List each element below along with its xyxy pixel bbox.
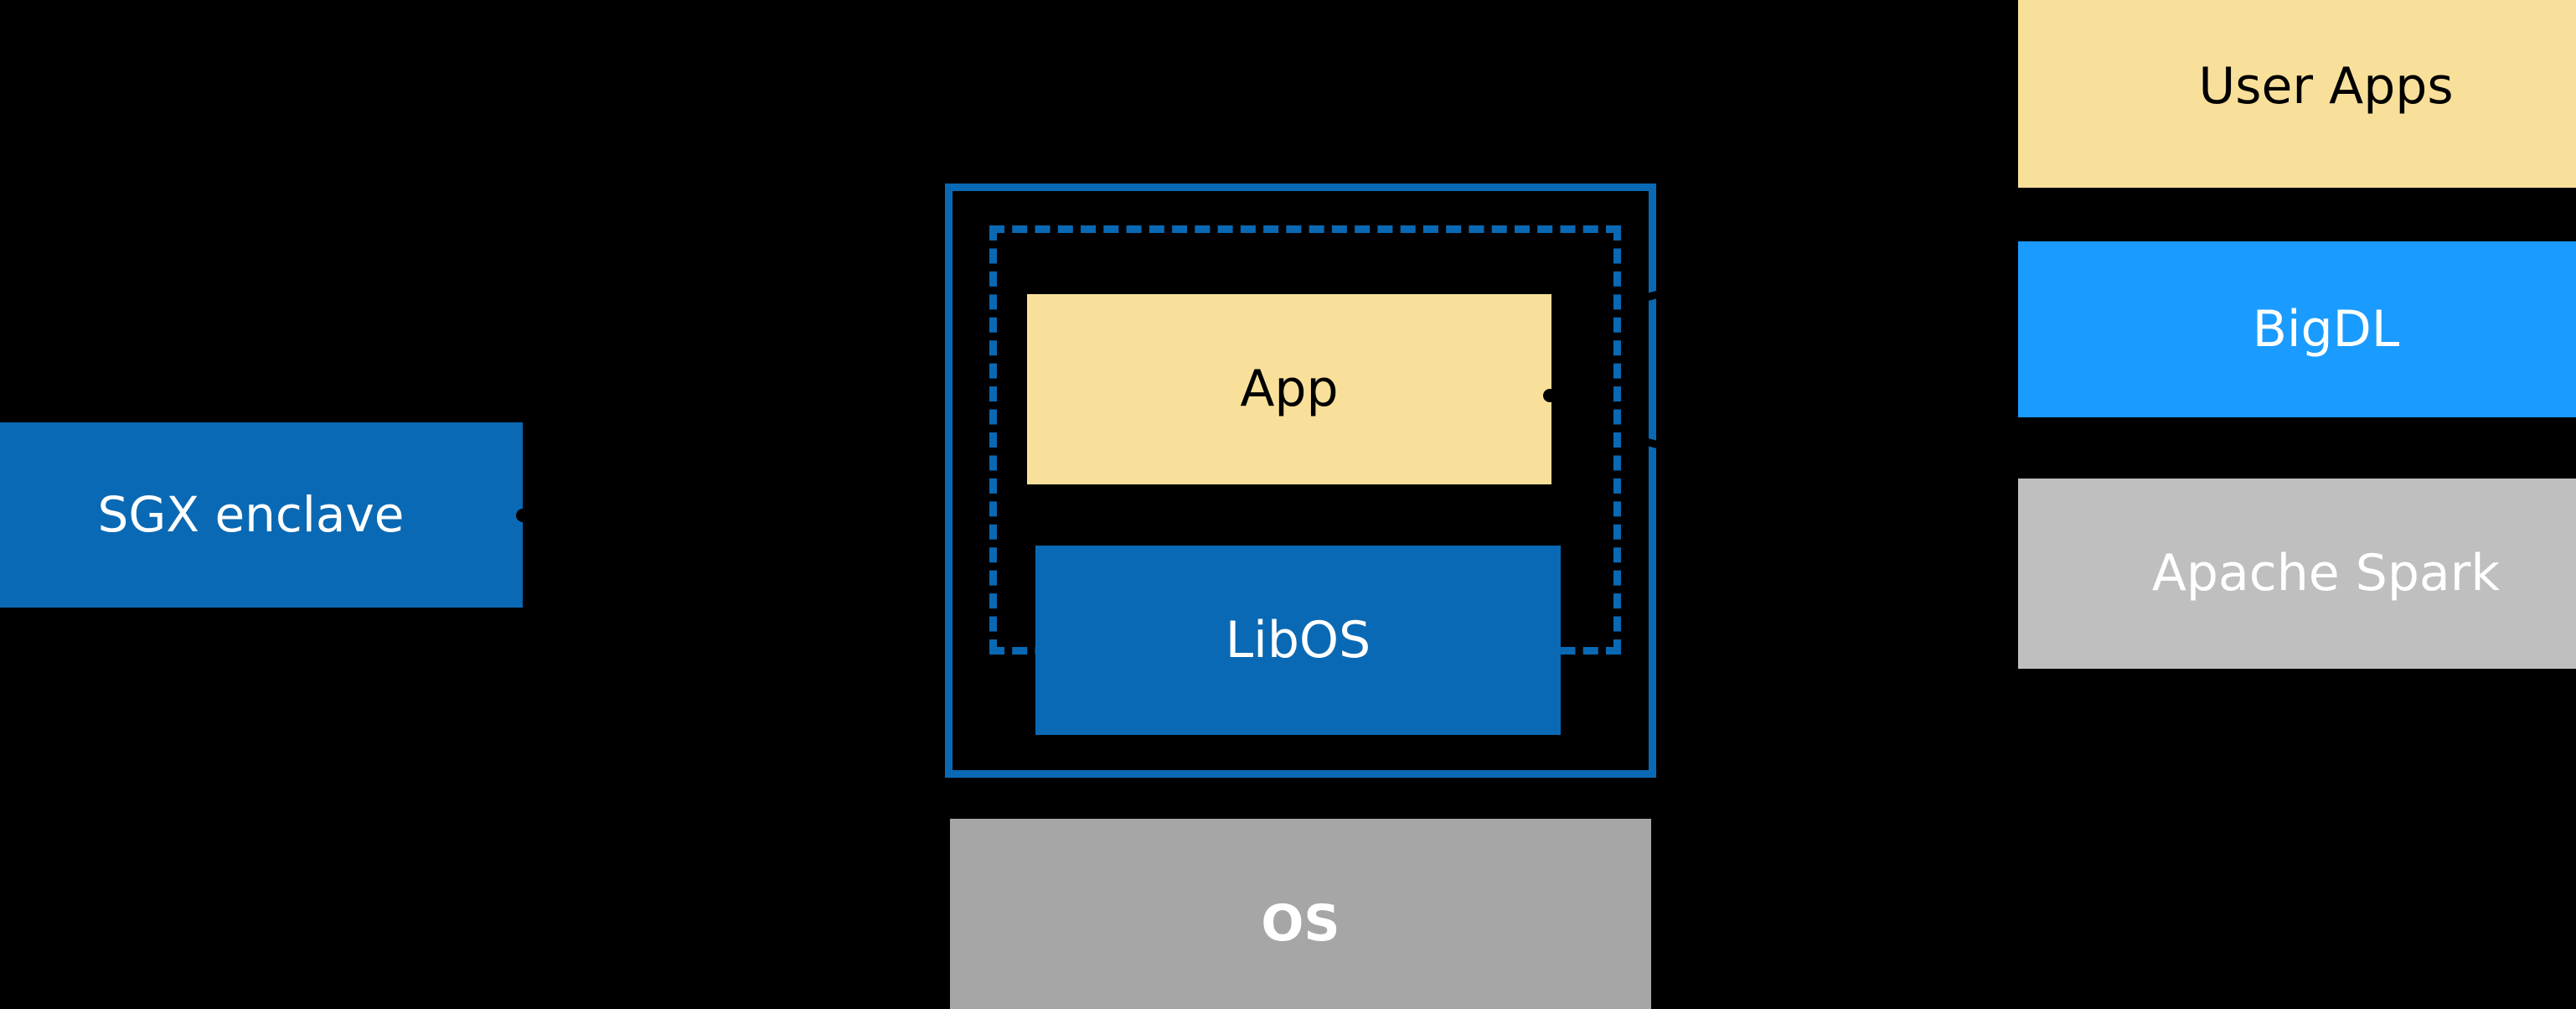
app-box[interactable]: App (1027, 294, 1551, 484)
apache-spark-box[interactable]: Apache Spark (2018, 479, 2576, 669)
user-apps-box[interactable]: User Apps (2018, 0, 2576, 188)
libos-box[interactable]: LibOS (1035, 546, 1561, 735)
app-connector-dot (1543, 389, 1556, 402)
enclave-outer-border (945, 184, 1656, 778)
sgx-connector-dot (516, 509, 529, 522)
bigdl-box[interactable]: BigDL (2018, 241, 2576, 417)
sgx-enclave-box[interactable]: SGX enclave (0, 422, 523, 608)
os-box[interactable]: OS (950, 819, 1651, 1009)
